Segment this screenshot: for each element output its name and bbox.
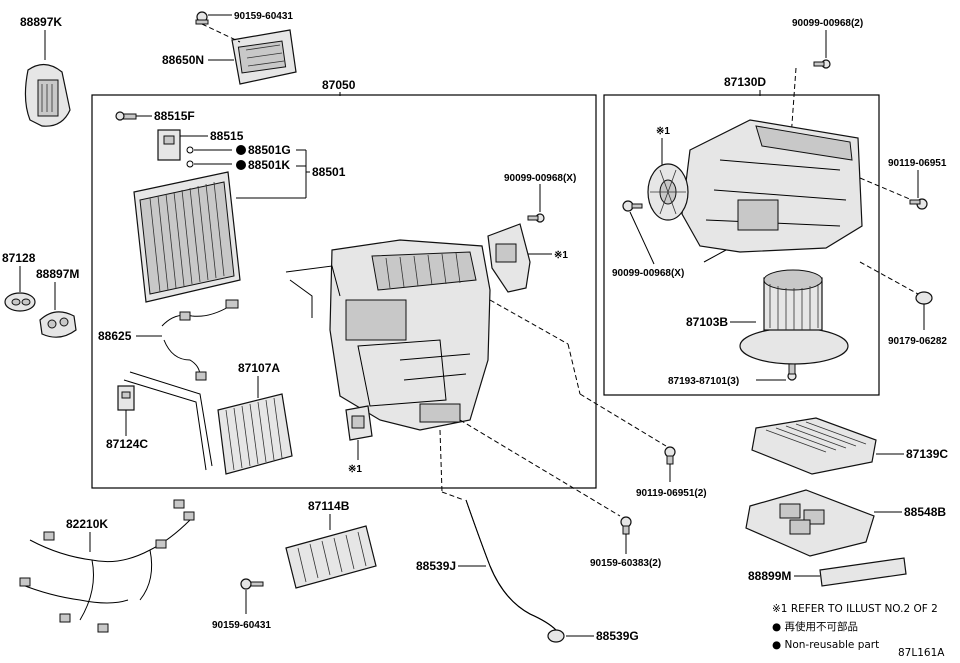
label-90159-60383-2: 90159-60383(2) xyxy=(590,558,661,569)
blower-case-87130D-part[interactable] xyxy=(681,119,863,253)
label-87139C: 87139C xyxy=(906,447,948,461)
label-87130D: 87130D xyxy=(724,75,766,89)
fan-ref1-c[interactable] xyxy=(647,163,689,221)
label-88650N: 88650N xyxy=(162,53,204,67)
ptc-heater-87114B-part[interactable] xyxy=(285,525,377,589)
blower-unit-box xyxy=(603,94,880,396)
label-90099-00968-2: 90099-00968(2) xyxy=(792,18,863,29)
label-87114B: 87114B xyxy=(308,499,350,513)
label-90099-00968X-b: 90099-00968(X) xyxy=(612,268,684,279)
label-ref1-b: ※1 xyxy=(348,464,362,475)
bolt-90159-60431-top[interactable] xyxy=(195,11,209,25)
o-ring-88501G[interactable] xyxy=(186,146,194,154)
amplifier-88650N-part[interactable] xyxy=(231,29,297,85)
label-90159-60431-bottom: 90159-60431 xyxy=(212,620,271,631)
label-90119-06951: 90119-06951 xyxy=(888,158,947,169)
heater-unit-box xyxy=(91,94,597,489)
servo-motor-ref1-b[interactable] xyxy=(345,405,373,441)
label-87124C: 87124C xyxy=(106,437,148,451)
seal-88899M-part[interactable] xyxy=(819,557,907,587)
heater-core-87107A-part[interactable] xyxy=(123,371,293,475)
clamp-87124C-part[interactable] xyxy=(117,385,135,411)
label-88501K: 88501K xyxy=(248,158,290,172)
label-82210K: 82210K xyxy=(66,517,108,531)
nut-90179-06282[interactable] xyxy=(915,291,933,305)
note-non-reusable-jp: ● 再使用不可部品 xyxy=(772,620,858,633)
non-reusable-dot xyxy=(236,145,246,155)
clamp-88539G-part[interactable] xyxy=(547,629,565,643)
bolt-90119-06951[interactable] xyxy=(909,198,928,210)
label-88501G: 88501G xyxy=(248,143,291,157)
label-88539J: 88539J xyxy=(416,559,456,573)
screw-87193-87101-3[interactable] xyxy=(787,363,797,381)
filter-87139C-part[interactable] xyxy=(751,417,877,475)
blower-motor-87103B-part[interactable] xyxy=(739,269,849,365)
screw-90099-00968X-a[interactable] xyxy=(527,213,545,223)
label-87107A: 87107A xyxy=(238,361,280,375)
label-90119-06951-2: 90119-06951(2) xyxy=(636,488,707,499)
grommet-87128-part[interactable] xyxy=(4,292,36,312)
note-non-reusable-en: ● Non-reusable part xyxy=(772,639,879,651)
label-87128: 87128 xyxy=(2,251,36,265)
label-88501: 88501 xyxy=(312,165,346,179)
label-90159-60431-top: 90159-60431 xyxy=(234,11,293,22)
label-90179-06282: 90179-06282 xyxy=(888,336,947,347)
evaporator-88501-part[interactable] xyxy=(133,171,241,303)
screw-90099-00968-2[interactable] xyxy=(813,59,831,69)
heater-unit-housing-87050[interactable] xyxy=(285,239,491,431)
wire-harness-82210K-part[interactable] xyxy=(19,499,195,633)
label-87193-87101-3: 87193-87101(3) xyxy=(668,376,739,387)
screw-90099-00968X-b[interactable] xyxy=(622,200,643,212)
label-88515: 88515 xyxy=(210,129,244,143)
servo-motor-ref1-a[interactable] xyxy=(487,223,531,293)
label-88899M: 88899M xyxy=(748,569,791,583)
label-90099-00968X-a: 90099-00968(X) xyxy=(504,173,576,184)
label-88897K: 88897K xyxy=(20,15,62,29)
label-88625: 88625 xyxy=(98,329,132,343)
bolt-90119-06951-2[interactable] xyxy=(664,446,676,465)
label-87103B: 87103B xyxy=(686,315,728,329)
bolt-90159-60431-bottom[interactable] xyxy=(240,578,264,590)
screw-88515F[interactable] xyxy=(115,111,137,121)
label-ref1-a: ※1 xyxy=(554,250,568,261)
label-88897M: 88897M xyxy=(36,267,79,281)
label-87050: 87050 xyxy=(322,78,356,92)
cover-88897K-part[interactable] xyxy=(24,63,71,127)
wire-harness-88625-part[interactable] xyxy=(161,299,239,381)
non-reusable-dot xyxy=(236,160,246,170)
illustration-code: 87L161A xyxy=(898,647,945,659)
expansion-valve-88515[interactable] xyxy=(157,129,181,161)
drain-hose-88539J-part[interactable] xyxy=(465,499,557,631)
label-ref1-c: ※1 xyxy=(656,126,670,137)
label-88515F: 88515F xyxy=(154,109,195,123)
label-88548B: 88548B xyxy=(904,505,946,519)
o-ring-88501K[interactable] xyxy=(186,160,194,168)
label-88539G: 88539G xyxy=(596,629,639,643)
filter-cover-88548B-part[interactable] xyxy=(745,489,875,557)
note-refer-illustration: ※1 REFER TO ILLUST NO.2 OF 2 xyxy=(772,603,938,615)
bolt-90159-60383-2[interactable] xyxy=(620,516,632,535)
grommet-88897M-part[interactable] xyxy=(39,311,77,338)
